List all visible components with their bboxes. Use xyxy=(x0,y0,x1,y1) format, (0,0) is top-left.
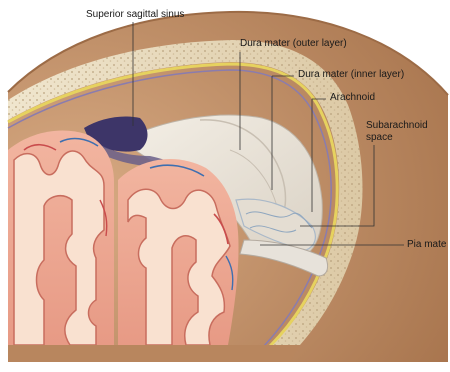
label-dura-mater-outer: Dura mater (outer layer) xyxy=(240,38,347,50)
label-superior-sagittal-sinus: Superior sagittal sinus xyxy=(86,9,184,21)
label-dura-mater-inner: Dura mater (inner layer) xyxy=(298,69,404,81)
label-pia-mater: Pia mate xyxy=(407,239,446,251)
label-subarachnoid-space: Subarachnoid space xyxy=(366,120,436,144)
label-arachnoid: Arachnoid xyxy=(330,92,375,104)
skull-base-edge xyxy=(8,345,300,362)
